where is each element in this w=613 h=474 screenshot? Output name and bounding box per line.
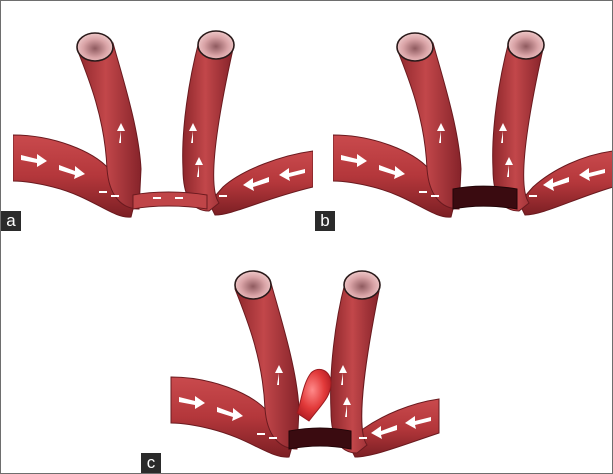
aneurysm: [297, 369, 331, 421]
occluded-channel: [289, 428, 351, 449]
vessel-diagram-a: [13, 19, 313, 231]
vessel-opening-right: [508, 31, 544, 59]
vessel-opening-right: [198, 31, 234, 59]
vessel-opening-right: [344, 271, 380, 299]
occluded-channel: [453, 186, 517, 209]
vessel-opening-left: [77, 33, 113, 61]
panel-a: [13, 19, 313, 231]
panel-b: [333, 19, 613, 231]
vessel-diagram-b: [333, 19, 613, 231]
panel-label-c: c: [141, 453, 161, 473]
vessel-diagram-c: [161, 253, 451, 467]
vessel-opening-left: [397, 33, 433, 61]
panel-label-b: b: [315, 211, 335, 231]
parent-vessel-right: [519, 151, 613, 215]
vessel-opening-left: [235, 271, 271, 299]
connecting-channel-open: [133, 192, 207, 209]
panel-c: [161, 253, 451, 467]
panel-label-a: a: [1, 211, 21, 231]
